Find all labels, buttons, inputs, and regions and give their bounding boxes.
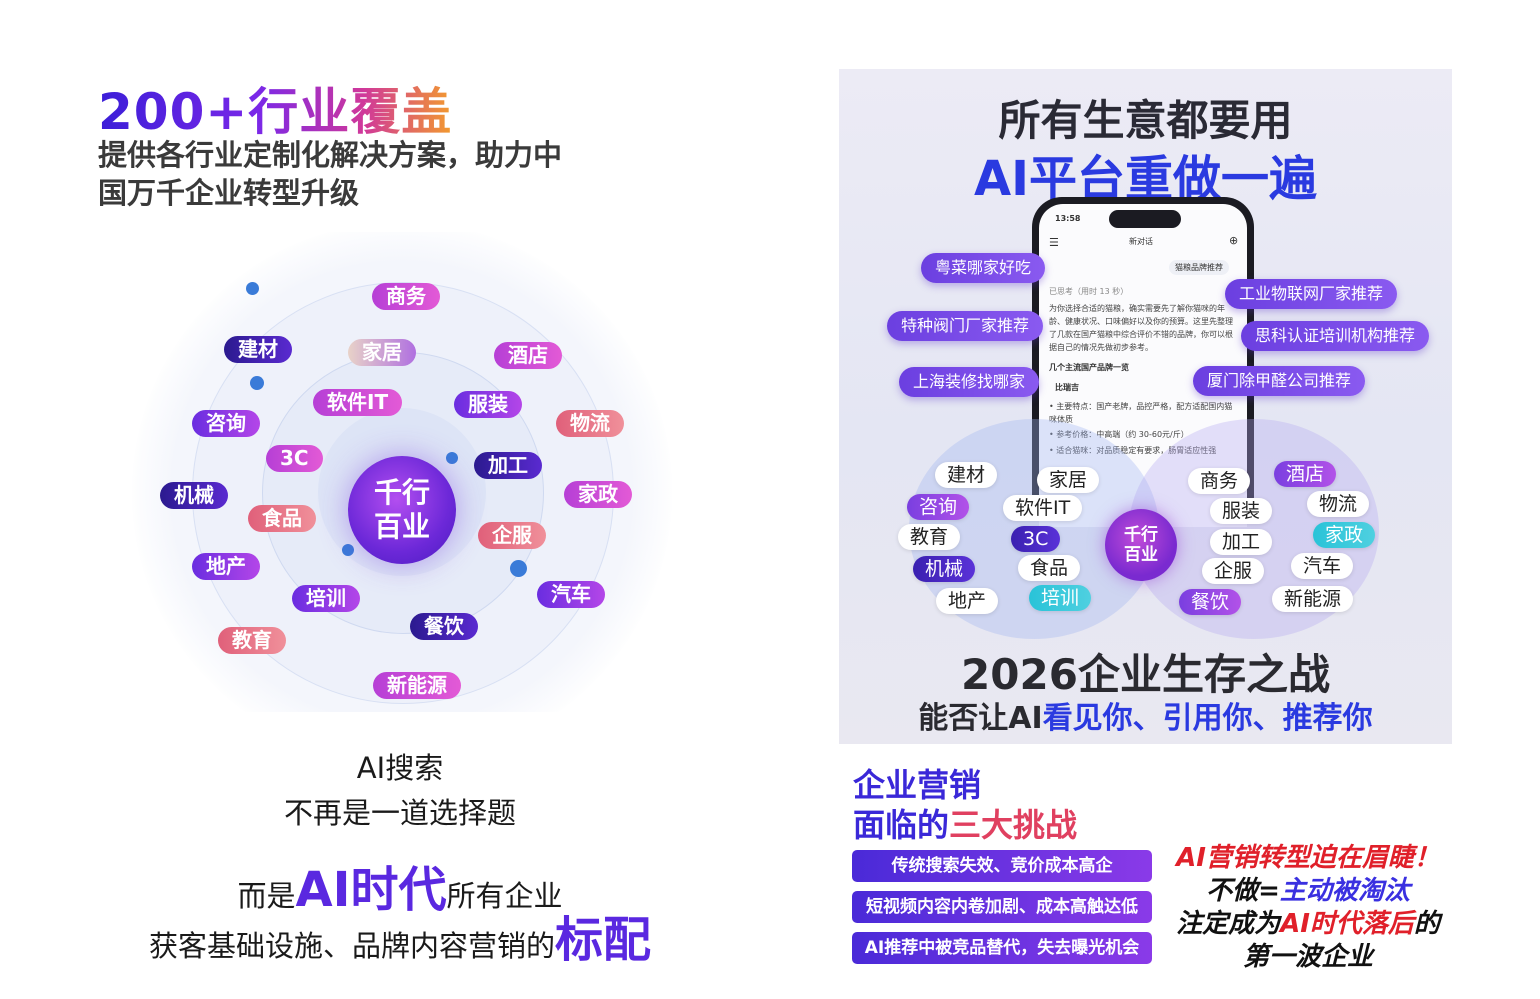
industry-tag: 家政 xyxy=(564,481,632,508)
orbit-dot xyxy=(246,282,259,295)
industry-tag: 商务 xyxy=(372,283,440,310)
transformation-warning: AI营销转型迫在眉睫！ 不做=主动被淘汰 注定成为AI时代落后的 第一波企业 xyxy=(1168,842,1448,974)
industry-tag: 加工 xyxy=(1210,529,1273,555)
industry-tag: 服装 xyxy=(1210,498,1273,524)
industry-tag: 软件IT xyxy=(313,389,403,416)
industry-tag: 商务 xyxy=(1188,468,1251,494)
not-a-choice-line: 不再是一道选择题 xyxy=(283,796,516,830)
industry-tag: 建材 xyxy=(935,462,998,488)
poster-headline: 所有生意都要用 xyxy=(998,96,1293,145)
menu-icon: ☰ xyxy=(1049,236,1059,249)
industry-tag: 建材 xyxy=(224,336,292,363)
poster-core-circle: 千行百业 xyxy=(1105,509,1177,581)
brand-detail: • 参考价格：中高端（约 30-60元/斤） xyxy=(1049,430,1189,439)
industry-tag: 教育 xyxy=(898,524,961,550)
industry-tag: 地产 xyxy=(192,553,260,580)
industry-tag: 企服 xyxy=(478,522,546,549)
challenge-item: 短视频内容内卷加剧、成本高触达低 xyxy=(852,891,1152,923)
phone-notch xyxy=(1109,210,1181,228)
brand-detail: • 主要特点：国产老牌，品控严格，配方适配国内猫咪体质 xyxy=(1049,402,1233,424)
industry-tag: 家居 xyxy=(1037,467,1100,493)
industry-tag: 地产 xyxy=(936,588,999,614)
challenge-item: 传统搜索失效、竞价成本高企 xyxy=(852,850,1152,882)
warning-line: AI营销转型迫在眉睫！ xyxy=(1176,843,1440,873)
query-chip: 厦门除甲醛公司推荐 xyxy=(1193,366,1366,396)
orbit-dot xyxy=(250,376,264,390)
challenges-title: 企业营销 xyxy=(853,766,982,804)
industry-tag: 企服 xyxy=(1202,558,1265,584)
standard-line: 获客基础设施、品牌内容营销的标配 xyxy=(148,912,652,968)
user-message: 猫粮品牌推荐 xyxy=(1169,260,1229,275)
industry-tag: 软件IT xyxy=(1003,495,1083,521)
industry-tag: 3C xyxy=(1011,526,1061,552)
industry-tag: 餐饮 xyxy=(1179,589,1242,615)
industry-tag: 咨询 xyxy=(907,494,970,520)
industry-coverage-title: 200+行业覆盖 xyxy=(98,72,452,144)
orbit-dot xyxy=(446,452,458,464)
industry-tag: 酒店 xyxy=(494,342,562,369)
industry-tag: 加工 xyxy=(474,452,542,479)
industry-tag: 培训 xyxy=(292,585,360,612)
answer-paragraph: 为你选择合适的猫粮，确实需要先了解你猫咪的年龄、健康状况、口味偏好以及你的预算。… xyxy=(1049,304,1233,352)
industry-tag: 新能源 xyxy=(373,672,461,699)
query-chip: 特种阀门厂家推荐 xyxy=(887,311,1044,341)
core-circle: 千行百业 xyxy=(348,456,456,564)
brand-name: 比瑞吉 xyxy=(1055,383,1079,392)
industry-orbit-diagram: 千行百业 商务 建材 家居 酒店 软件IT 服装 咨询 物流 3C 加工 机械 … xyxy=(132,232,672,712)
phone-time: 13:58 xyxy=(1055,214,1081,223)
industry-tag: 培训 xyxy=(1029,585,1092,611)
industry-tag: 汽车 xyxy=(537,581,605,608)
query-chip: 上海装修找哪家 xyxy=(899,367,1040,397)
industry-tag: 机械 xyxy=(160,482,228,509)
query-chip: 粤菜哪家好吃 xyxy=(921,253,1046,283)
industry-tag: 机械 xyxy=(913,556,976,582)
thinking-status: 已思考（用时 13 秒） xyxy=(1049,287,1129,296)
industry-tag: 新能源 xyxy=(1272,586,1354,612)
brand-list-title: 几个主流国产品牌一览 xyxy=(1049,363,1129,372)
orbit-dot xyxy=(342,544,354,556)
orbit-dot xyxy=(510,560,527,577)
ai-platform-poster: 所有生意都要用 AI平台重做一遍 13:58 ☰ 新对话 ⊕ 猫粮品牌推荐 已思… xyxy=(839,69,1452,744)
industry-tag: 餐饮 xyxy=(410,613,478,640)
industry-tag: 家政 xyxy=(1313,522,1376,548)
industry-tag: 家居 xyxy=(348,339,416,366)
challenge-item: AI推荐中被竞品替代，失去曝光机会 xyxy=(852,932,1152,964)
industry-coverage-subtitle: 提供各行业定制化解决方案，助力中国万千企业转型升级 xyxy=(98,138,563,210)
industry-tag: 汽车 xyxy=(1291,553,1354,579)
poster-survival-subtitle: 能否让AI看见你、引用你、推荐你 xyxy=(918,701,1373,736)
industry-tag: 酒店 xyxy=(1274,461,1337,487)
query-chip: 思科认证培训机构推荐 xyxy=(1241,321,1430,351)
industry-tag: 食品 xyxy=(248,505,316,532)
ai-era-line: 而是AI时代所有企业 xyxy=(237,862,563,918)
industry-tag: 物流 xyxy=(1307,491,1370,517)
query-chip: 工业物联网厂家推荐 xyxy=(1225,279,1398,309)
industry-tag: 服装 xyxy=(454,391,522,418)
ai-search-line: AI搜索 xyxy=(356,751,444,785)
industry-tag: 3C xyxy=(266,445,323,472)
industry-tag: 咨询 xyxy=(192,410,260,437)
warning-line: 注定成为AI时代落后的 xyxy=(1176,909,1440,939)
industry-tag: 食品 xyxy=(1018,555,1081,581)
chat-title: 新对话 xyxy=(1129,237,1153,246)
challenges-subtitle: 面临的三大挑战 xyxy=(853,806,1078,844)
poster-survival-title: 2026企业生存之战 xyxy=(961,650,1330,699)
new-chat-icon: ⊕ xyxy=(1229,234,1239,247)
brand-detail: • 适合猫咪：对品质稳定有要求，肠胃适应性强 xyxy=(1049,446,1217,455)
industry-tag: 物流 xyxy=(556,410,624,437)
warning-line: 第一波企业 xyxy=(1242,942,1373,972)
warning-line: 不做=主动被淘汰 xyxy=(1206,876,1410,906)
industry-tag: 教育 xyxy=(218,627,286,654)
